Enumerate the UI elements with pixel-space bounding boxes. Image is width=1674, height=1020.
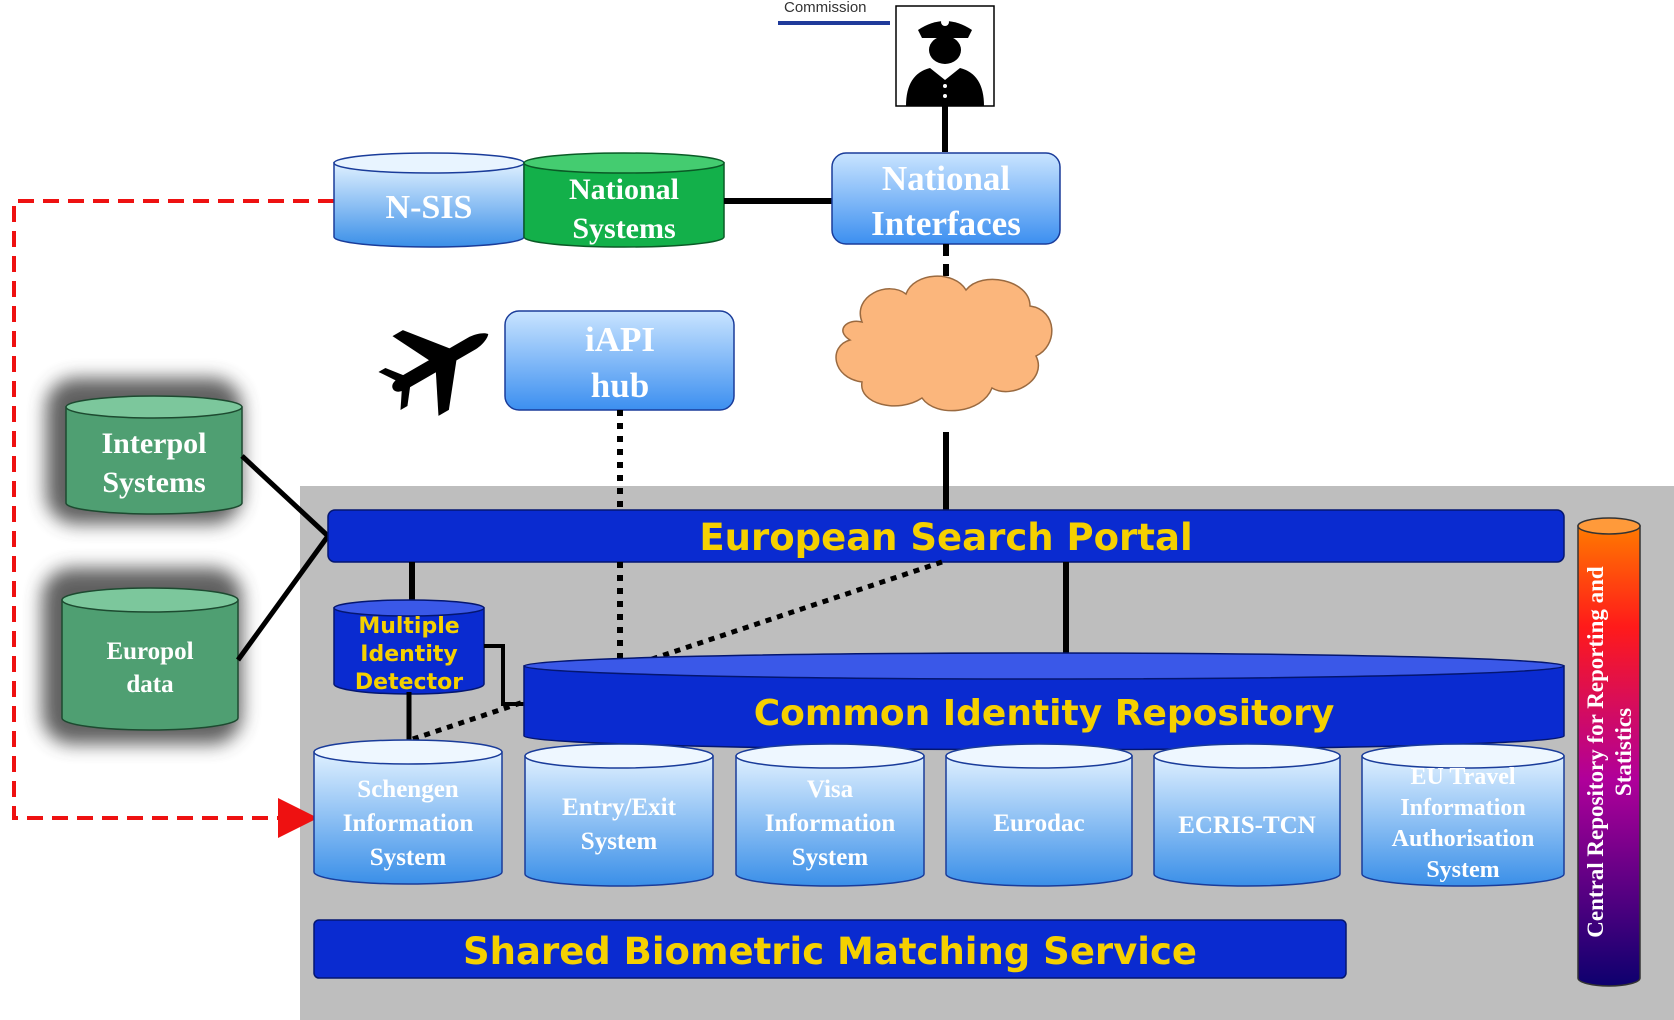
eurodac-database: Eurodac (945, 743, 1133, 887)
cir-label: Common Identity Repository (754, 693, 1335, 734)
europol-line1: Europol (106, 638, 193, 665)
ecris-label: ECRIS-TCN (1178, 812, 1316, 839)
etias-database: EU Travel Information Authorisation Syst… (1361, 743, 1565, 887)
commission-label: Commission (784, 0, 867, 16)
interpol-esp-link (240, 454, 330, 538)
national-interfaces-line2: Interfaces (871, 204, 1021, 243)
multiple-identity-detector: Multiple Identity Detector (333, 599, 485, 695)
european-search-portal: European Search Portal (327, 509, 1565, 563)
ees-line2: System (581, 828, 658, 855)
crrs-line2: Statistics (1611, 708, 1636, 796)
sis-database: Schengen Information System (313, 739, 503, 885)
ees-database: Entry/Exit System (524, 743, 714, 887)
mid-line3: Detector (355, 670, 463, 695)
airplane-icon (378, 330, 489, 416)
vis-line1: Visa (807, 776, 854, 803)
vis-line3: System (792, 844, 869, 871)
national-systems-database: National Systems (523, 152, 725, 248)
etias-line1: EU Travel (1410, 764, 1515, 790)
nsis-sis-sync-line (12, 199, 334, 838)
national-systems-line1: National (569, 173, 679, 206)
ees-line1: Entry/Exit (562, 794, 677, 821)
vis-database: Visa Information System (735, 743, 925, 887)
europol-database: Europol data (61, 587, 239, 731)
sis-line3: System (370, 844, 447, 871)
common-identity-repository: Common Identity Repository (523, 652, 1565, 751)
europol-esp-link (235, 534, 331, 662)
eurodac-label: Eurodac (993, 810, 1084, 837)
sis-line2: Information (343, 810, 474, 837)
mid-line1: Multiple (358, 614, 459, 639)
interpol-line1: Interpol (102, 427, 207, 460)
nsis-label: N-SIS (386, 189, 473, 226)
mid-cir-link (484, 644, 524, 706)
esp-sis-dotted-link (409, 559, 943, 743)
national-systems-line2: Systems (572, 212, 675, 245)
nsis-database: N-SIS (333, 152, 525, 248)
central-repository-reporting-statistics: Central Repository for Reporting and Sta… (1577, 517, 1641, 987)
iapi-hub-box: iAPI hub (504, 310, 735, 411)
europol-line2: data (126, 671, 174, 698)
national-interfaces-line1: National (882, 159, 1011, 198)
interpol-line2: Systems (102, 466, 205, 499)
network-cloud-icon (835, 275, 1053, 412)
border-guard-icon (895, 5, 995, 107)
esp-label: European Search Portal (699, 516, 1192, 559)
etias-line2: Information (1400, 795, 1525, 821)
etias-line3: Authorisation (1392, 826, 1535, 852)
shared-biometric-matching-service: Shared Biometric Matching Service (313, 919, 1347, 979)
vis-line2: Information (765, 810, 896, 837)
iapi-line2: hub (591, 366, 649, 405)
sis-line1: Schengen (357, 776, 459, 803)
etias-line4: System (1426, 857, 1499, 883)
interpol-database: Interpol Systems (65, 395, 243, 515)
national-interfaces-box: National Interfaces (831, 152, 1061, 245)
iapi-line1: iAPI (585, 320, 655, 359)
mid-line2: Identity (360, 642, 457, 667)
ecris-tcn-database: ECRIS-TCN (1153, 743, 1341, 887)
crrs-line1: Central Repository for Reporting and (1583, 566, 1608, 938)
sbms-label: Shared Biometric Matching Service (463, 930, 1197, 973)
